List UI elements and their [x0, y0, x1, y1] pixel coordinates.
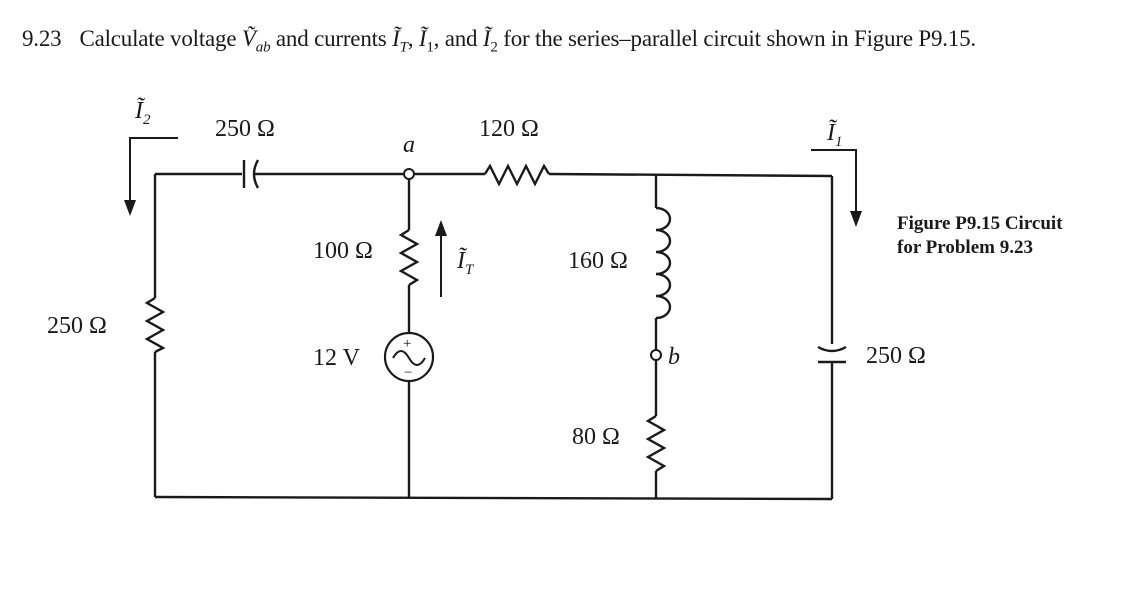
node-a-terminal — [403, 168, 415, 180]
wire-top-right — [548, 172, 833, 178]
problem-text-after: for the series–parallel circuit shown in… — [497, 26, 976, 51]
capacitor-right — [817, 345, 847, 364]
caption-line-2: for Problem 9.23 — [897, 237, 1033, 258]
label-ind-mid: 160 Ω — [568, 248, 628, 274]
problem-text-before: Calculate voltage — [79, 26, 242, 51]
var-it: Ĩ — [392, 26, 400, 51]
resistor-top — [483, 163, 551, 187]
var-i1: Ĩ — [418, 26, 427, 51]
caption-line-1: Figure P9.15 Circuit — [897, 213, 1063, 234]
label-minus: − — [404, 365, 412, 381]
figure-caption: Figure P9.15 Circuit for Problem 9.23 — [897, 212, 1063, 260]
label-it: ĨT — [456, 248, 475, 278]
label-i1: Ĩ1 — [826, 120, 843, 150]
label-i2: Ĩ2 — [134, 98, 151, 128]
label-res-top: 120 Ω — [479, 116, 539, 142]
current-arrow-i1 — [811, 149, 862, 227]
sep1: , — [407, 26, 419, 51]
label-node-b: b — [668, 344, 680, 370]
var-v-sub: ab — [255, 39, 271, 56]
inductor — [655, 206, 672, 320]
var-i1-sub: 1 — [426, 39, 434, 56]
label-res-mid: 100 Ω — [313, 238, 373, 264]
resistor-mid — [398, 228, 420, 287]
label-source: 12 V — [313, 345, 361, 371]
var-v: Ṽ — [241, 26, 256, 51]
label-cap-right: 250 Ω — [866, 343, 926, 369]
current-arrow-i2 — [124, 137, 178, 216]
label-res-left: 250 Ω — [47, 313, 107, 339]
label-cap-top: 250 Ω — [215, 116, 275, 142]
problem-number: 9.23 — [22, 26, 62, 51]
resistor-bottom — [645, 414, 667, 473]
sep2: , and — [433, 26, 483, 51]
var-i2-sub: 2 — [490, 39, 498, 56]
wire-bottom — [154, 495, 833, 501]
node-b-terminal — [650, 349, 662, 361]
current-arrow-it — [435, 220, 447, 297]
var-it-sub: T — [399, 39, 408, 56]
problem-statement: 9.23 Calculate voltage Ṽab and currents Ĩ… — [22, 26, 1112, 57]
label-node-a: a — [403, 132, 415, 158]
problem-text-mid: and currents — [270, 26, 393, 51]
var-i2: Ĩ — [482, 26, 491, 51]
resistor-left — [144, 296, 166, 354]
label-plus: + — [403, 336, 411, 352]
label-res-bottom: 80 Ω — [572, 424, 620, 450]
